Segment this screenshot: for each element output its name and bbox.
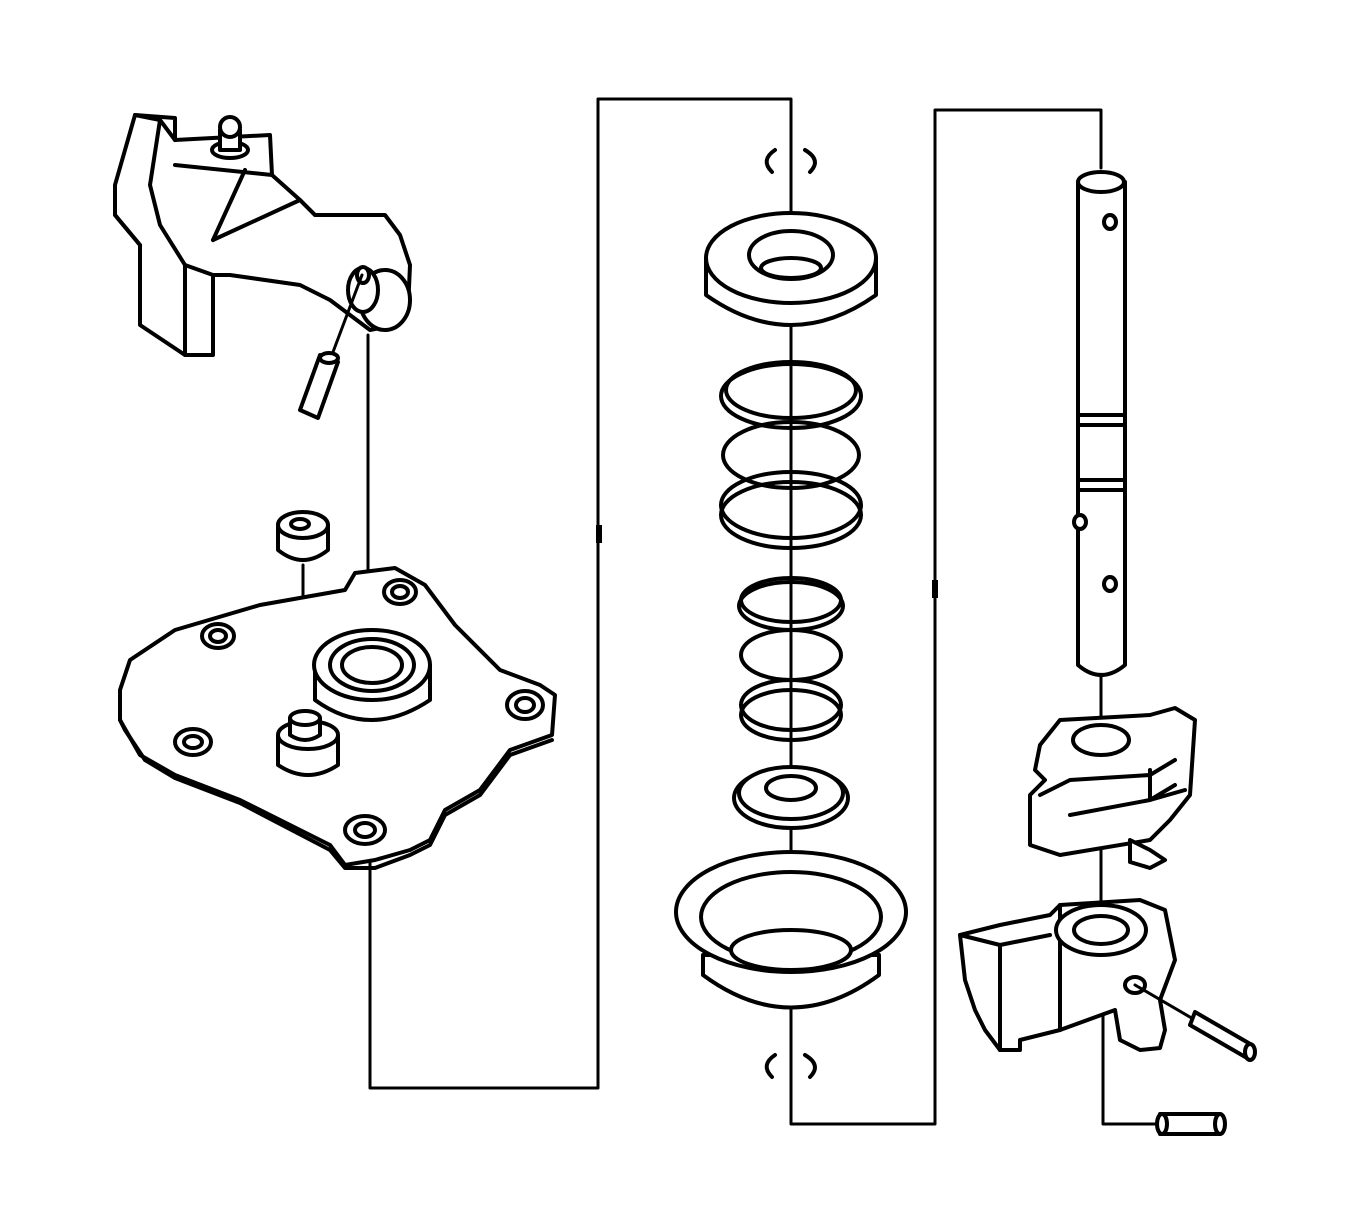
shift-rail — [1072, 170, 1127, 677]
spring-washer — [732, 765, 850, 830]
shift-fork-upper — [1028, 706, 1197, 870]
shift-lever-bracket — [113, 113, 412, 357]
inner-spring — [737, 576, 845, 742]
plug — [276, 510, 330, 562]
roll-pin-upper — [298, 273, 364, 420]
roll-pin-lower — [1155, 1112, 1227, 1136]
cover-plate — [118, 566, 557, 870]
spring-seat-upper — [704, 211, 878, 327]
outer-spring — [719, 360, 863, 550]
retaining-clip-lower — [764, 1053, 817, 1079]
shift-fork-lower — [958, 898, 1177, 1052]
roll-pin-fork — [1133, 983, 1257, 1062]
retaining-clip-upper — [764, 148, 817, 174]
break-marks — [596, 525, 938, 598]
bolt-holes — [173, 578, 545, 846]
spring-cup-lower — [674, 850, 908, 1010]
